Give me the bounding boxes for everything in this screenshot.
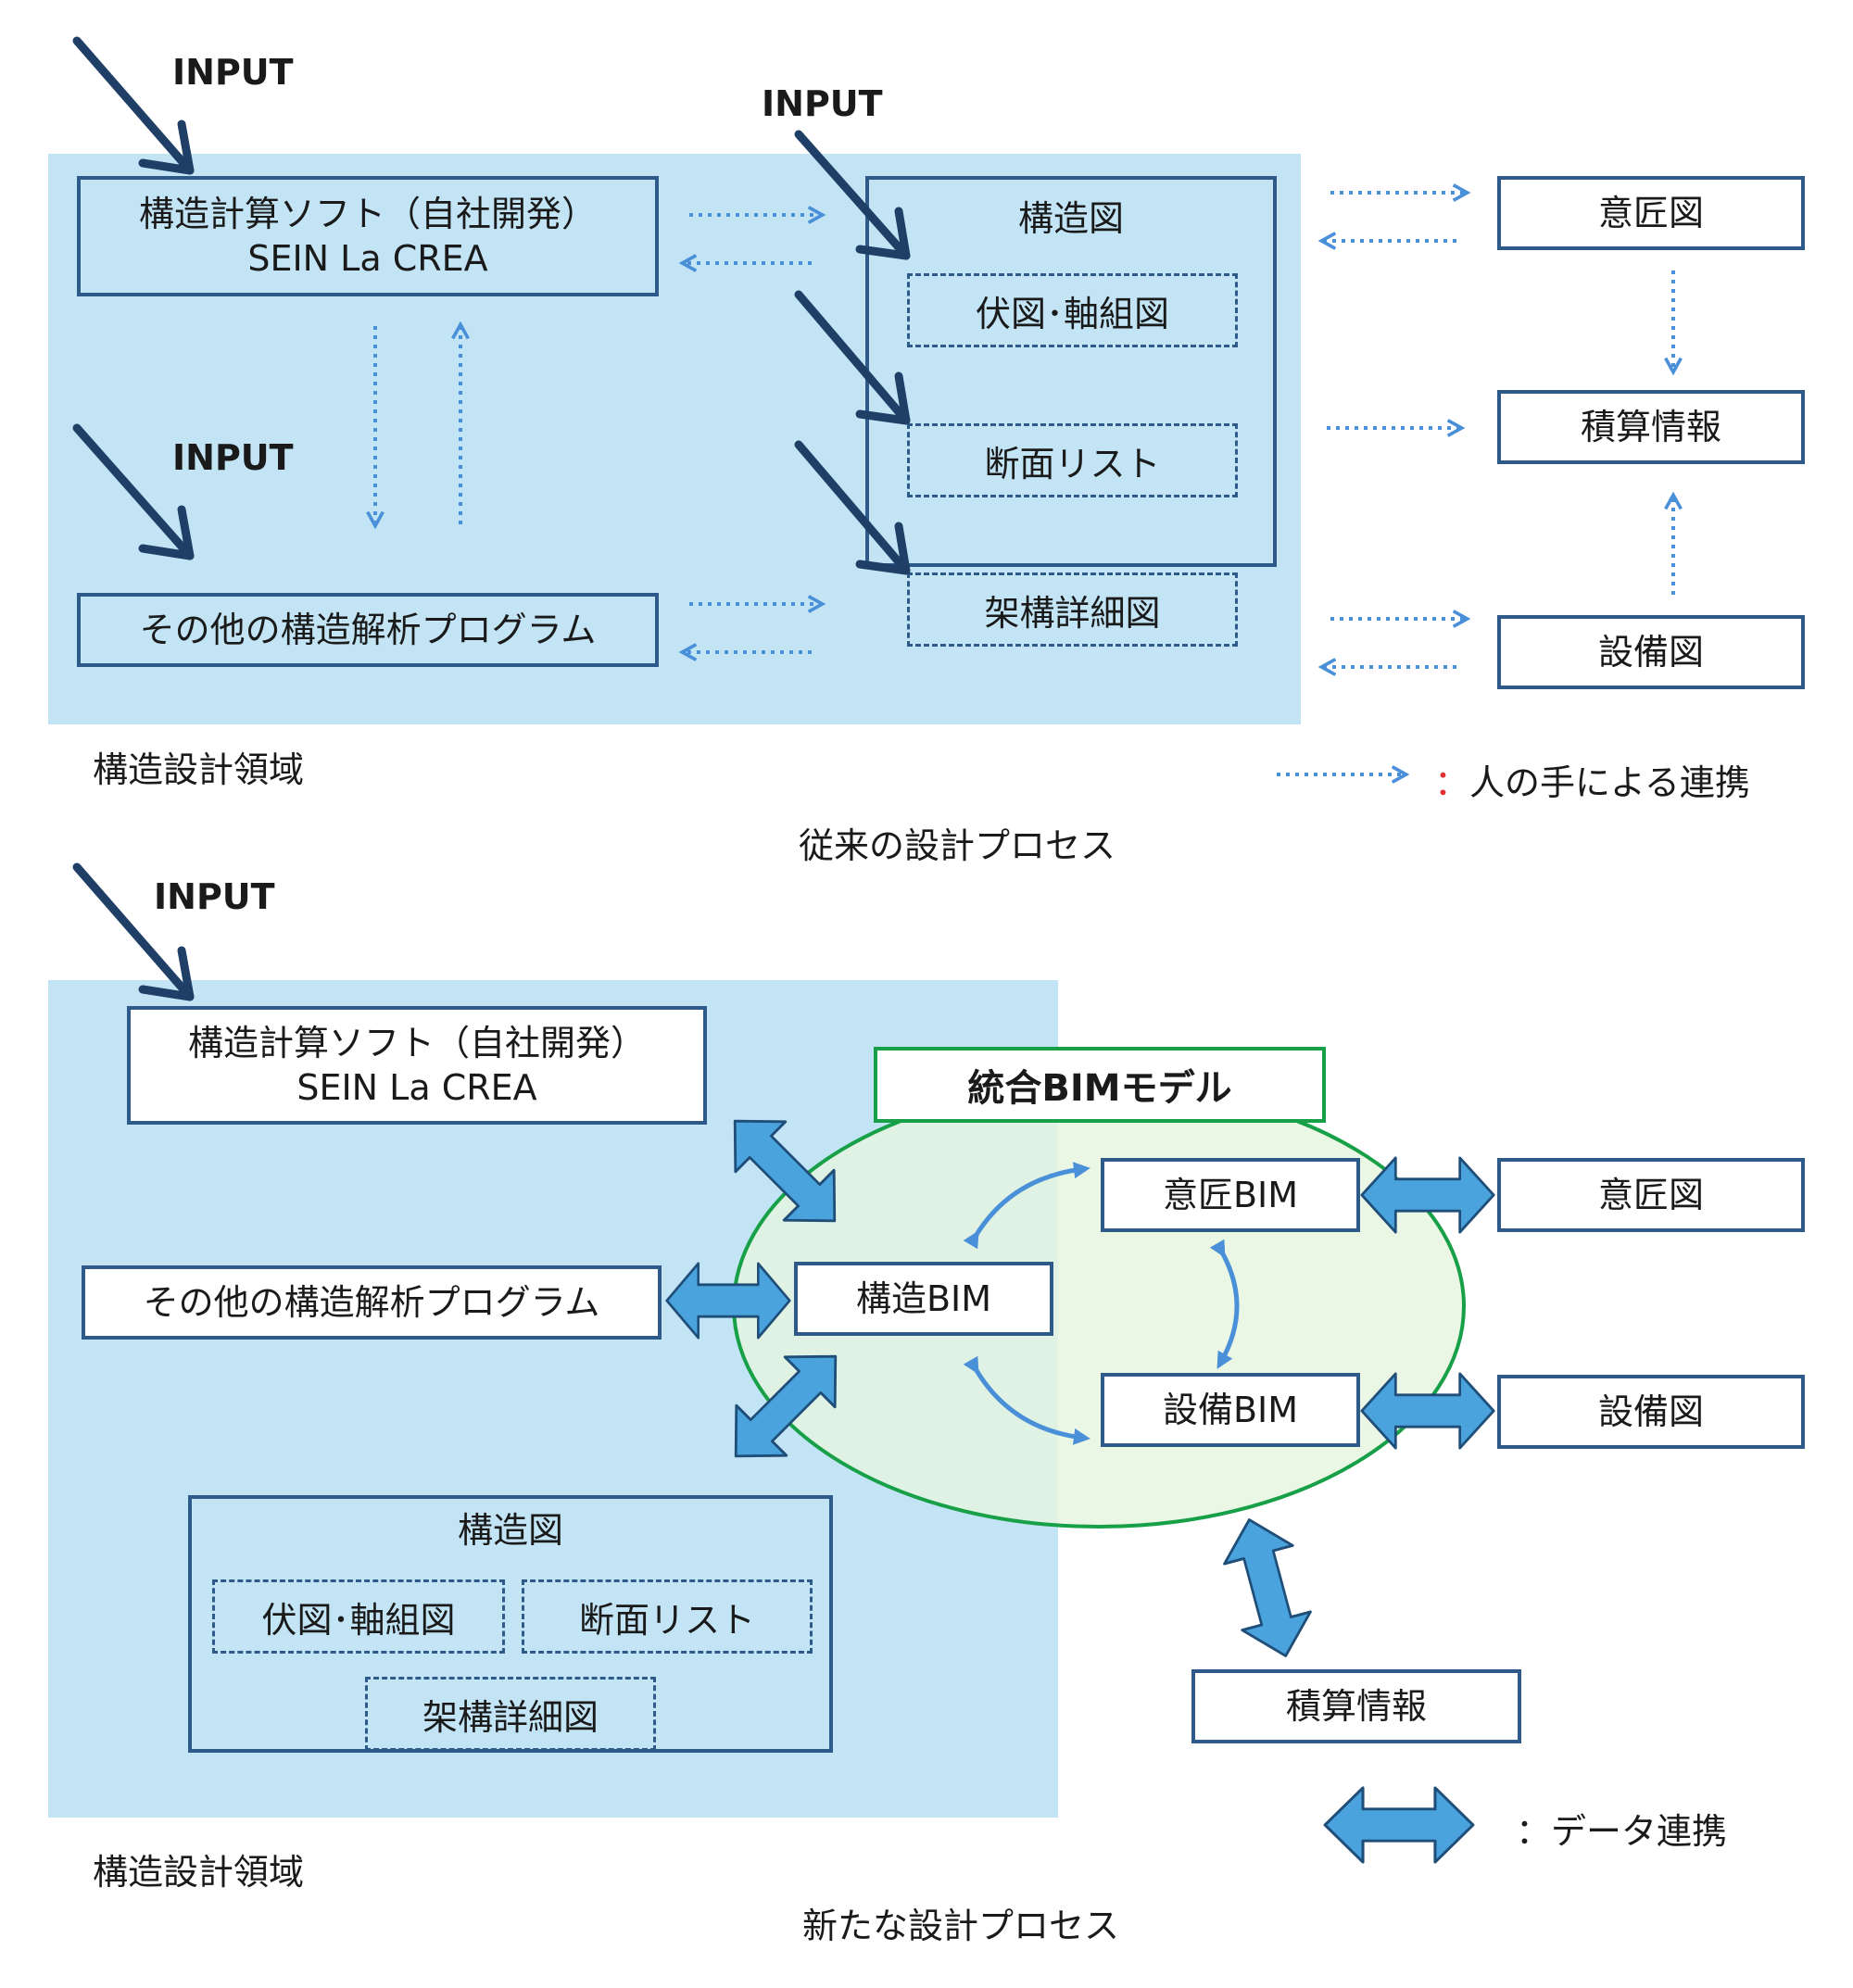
curve-structural-equipment bbox=[963, 1355, 1090, 1445]
bottom-frame-detail-box: 架構詳細図 bbox=[365, 1677, 656, 1751]
top-input-arrow-4 bbox=[794, 440, 911, 575]
top-input-arrow-5 bbox=[72, 423, 195, 560]
bottom-input-label: INPUT bbox=[154, 876, 275, 917]
bottom-structural-drawing-label: 構造図 bbox=[457, 1510, 563, 1551]
curve-structural-design bbox=[963, 1162, 1090, 1250]
bottom-design-drawing-label: 意匠図 bbox=[1597, 1175, 1704, 1215]
bottom-software-line1: 構造計算ソフト（自社開発） bbox=[187, 1023, 646, 1063]
bottom-design-drawing-box: 意匠図 bbox=[1497, 1158, 1805, 1232]
top-framing-plan-label: 伏図･軸組図 bbox=[975, 293, 1169, 334]
top-input-label-3: INPUT bbox=[172, 437, 294, 478]
data-arrow-equipment-bim bbox=[1360, 1372, 1495, 1450]
top-software-line2: SEIN La CREA bbox=[247, 238, 488, 279]
bottom-caption: 新たな設計プロセス bbox=[802, 1906, 1120, 1946]
top-software-line1: 構造計算ソフト（自社開発） bbox=[138, 194, 597, 234]
bottom-cost-info-label: 積算情報 bbox=[1285, 1686, 1427, 1727]
equipment-bim-box: 設備BIM bbox=[1101, 1373, 1360, 1447]
manual-link-arrows bbox=[375, 193, 1673, 774]
integrated-bim-title-box: 統合BIMモデル bbox=[874, 1047, 1326, 1123]
data-arrow-drawing-bim bbox=[709, 1329, 863, 1483]
top-legend-label: 人の手による連携 bbox=[1469, 762, 1750, 803]
bottom-section-list-box: 断面リスト bbox=[522, 1579, 813, 1654]
top-legend-text: ：人の手による連携 bbox=[1434, 754, 1750, 805]
data-arrow-cost-bim bbox=[1213, 1509, 1322, 1667]
top-design-drawing-label: 意匠図 bbox=[1597, 193, 1704, 233]
top-equipment-drawing-label: 設備図 bbox=[1597, 632, 1704, 673]
top-software-box: 構造計算ソフト（自社開発） SEIN La CREA bbox=[77, 176, 659, 296]
bottom-structural-drawing-box: 構造図 bbox=[188, 1495, 833, 1753]
top-cost-info-label: 積算情報 bbox=[1580, 407, 1721, 447]
top-other-program-label: その他の構造解析プログラム bbox=[139, 610, 597, 650]
top-region-label: 構造設計領域 bbox=[93, 749, 305, 790]
bottom-other-program-label: その他の構造解析プログラム bbox=[143, 1282, 600, 1323]
bottom-equipment-drawing-label: 設備図 bbox=[1597, 1391, 1704, 1432]
top-section-list-label: 断面リスト bbox=[984, 443, 1161, 484]
bottom-section-list-label: 断面リスト bbox=[578, 1599, 755, 1641]
bottom-other-program-box: その他の構造解析プログラム bbox=[82, 1265, 662, 1340]
integrated-bim-title: 統合BIMモデル bbox=[967, 1067, 1232, 1110]
data-arrow-other-bim bbox=[665, 1262, 791, 1340]
structural-bim-box: 構造BIM bbox=[794, 1262, 1053, 1336]
bottom-region-label: 構造設計領域 bbox=[93, 1852, 305, 1893]
bottom-software-line2: SEIN La CREA bbox=[296, 1067, 537, 1108]
data-link-arrows bbox=[665, 1094, 1495, 1864]
top-input-label-1: INPUT bbox=[172, 52, 294, 93]
bottom-framing-plan-label: 伏図･軸組図 bbox=[261, 1599, 456, 1641]
top-design-drawing-box: 意匠図 bbox=[1497, 176, 1805, 250]
equipment-bim-label: 設備BIM bbox=[1162, 1390, 1299, 1430]
bottom-legend-text: ：データ連携 bbox=[1516, 1811, 1728, 1852]
top-input-arrow-3 bbox=[794, 290, 911, 425]
top-frame-detail-box: 架構詳細図 bbox=[907, 572, 1238, 647]
bottom-input-arrow bbox=[72, 862, 195, 1001]
top-input-label-2: INPUT bbox=[762, 83, 883, 124]
data-arrow-design-bim bbox=[1360, 1156, 1495, 1234]
top-caption: 従来の設計プロセス bbox=[799, 825, 1116, 866]
bottom-frame-detail-label: 架構詳細図 bbox=[422, 1696, 599, 1738]
top-framing-plan-box: 伏図･軸組図 bbox=[907, 273, 1238, 347]
top-cost-info-box: 積算情報 bbox=[1497, 390, 1805, 464]
top-structural-drawing-label: 構造図 bbox=[1017, 198, 1124, 239]
curve-design-equipment bbox=[1209, 1239, 1240, 1369]
design-bim-label: 意匠BIM bbox=[1162, 1175, 1299, 1215]
structural-bim-label: 構造BIM bbox=[855, 1278, 992, 1319]
bottom-equipment-drawing-box: 設備図 bbox=[1497, 1375, 1805, 1449]
top-input-arrow-2 bbox=[794, 130, 911, 260]
top-equipment-drawing-box: 設備図 bbox=[1497, 615, 1805, 689]
bottom-software-box: 構造計算ソフト（自社開発） SEIN La CREA bbox=[127, 1006, 707, 1125]
top-other-program-box: その他の構造解析プログラム bbox=[77, 593, 659, 667]
top-structural-design-region bbox=[48, 154, 1301, 724]
legend-data-arrow bbox=[1323, 1786, 1475, 1864]
design-bim-box: 意匠BIM bbox=[1101, 1158, 1360, 1232]
bim-curved-arrows bbox=[963, 1162, 1240, 1445]
input-arrows bbox=[72, 36, 911, 1001]
top-frame-detail-label: 架構詳細図 bbox=[984, 592, 1161, 634]
bottom-framing-plan-box: 伏図･軸組図 bbox=[212, 1579, 505, 1654]
top-section-list-box: 断面リスト bbox=[907, 423, 1238, 497]
top-legend-colon: ： bbox=[1434, 762, 1470, 803]
bottom-cost-info-box: 積算情報 bbox=[1191, 1669, 1521, 1743]
top-input-arrow-1 bbox=[72, 36, 195, 175]
data-arrow-software-bim bbox=[708, 1094, 862, 1248]
